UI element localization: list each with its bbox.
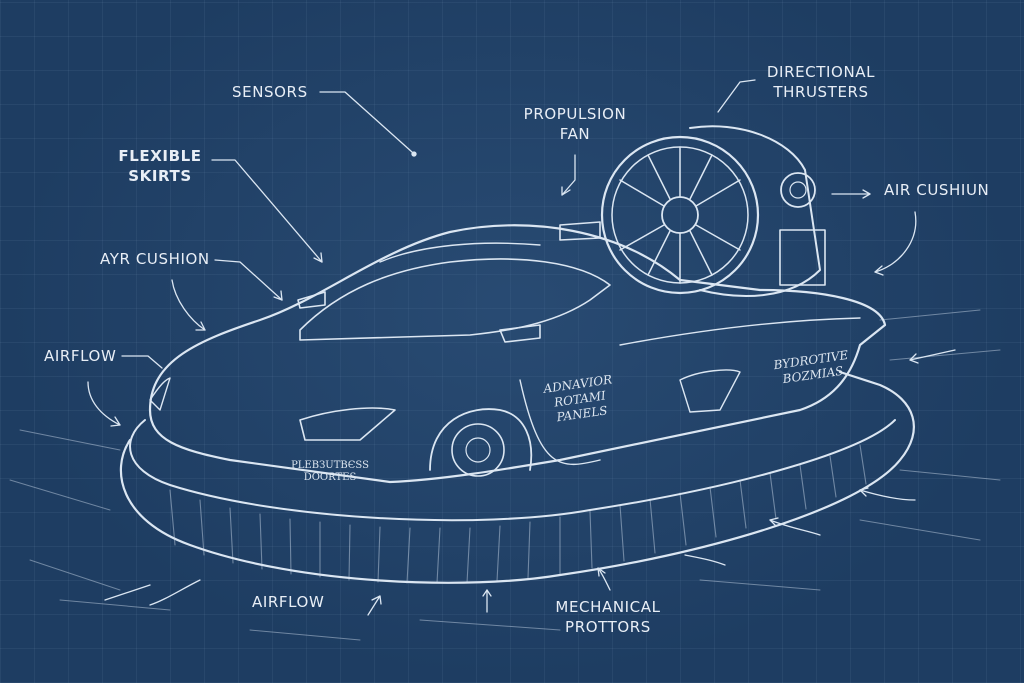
leader-lines — [87, 79, 956, 616]
front-skirt-text: PLEBЗUTВЄSS DOORTES — [291, 460, 369, 483]
label-airflow-bottom: AIRFLOW — [252, 593, 325, 611]
label-sensors: SENSORS — [232, 83, 308, 101]
label-airflow-left: AIRFLOW — [44, 347, 117, 365]
propulsion-fan — [559, 125, 826, 297]
ground-streaks — [9, 309, 1001, 641]
vehicle-body — [148, 224, 887, 484]
label-air-cushion-right: AIR CUSHIUN — [884, 181, 990, 199]
label-ayr-cushion-left: AYR CUSHION — [100, 250, 210, 268]
air-cushion-skirt — [119, 370, 915, 584]
